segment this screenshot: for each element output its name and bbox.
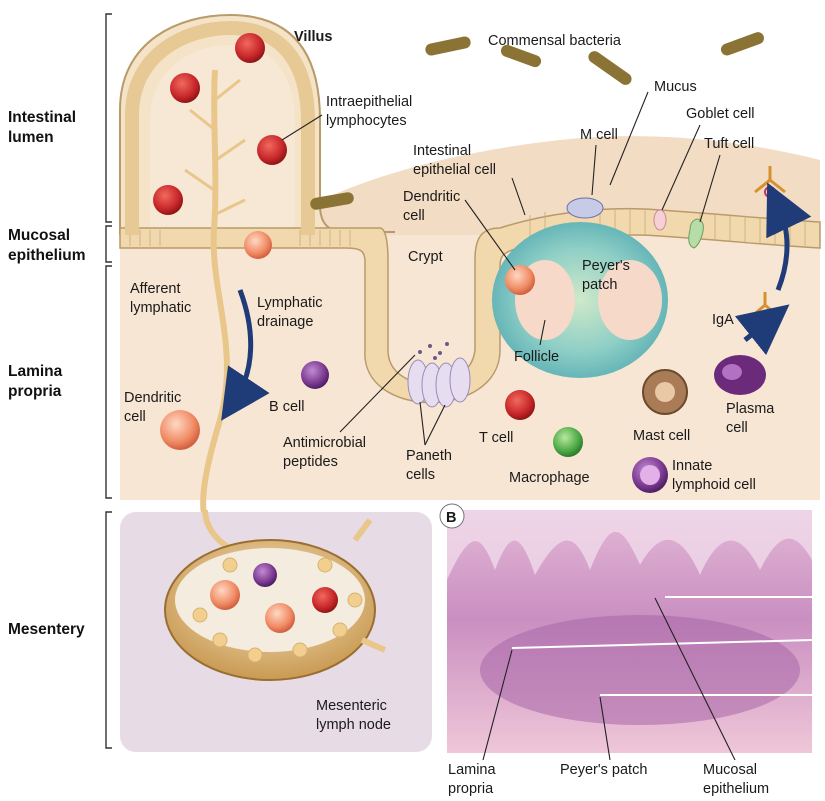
label-crypt: Crypt (408, 249, 443, 265)
label-b-lamina-1: Lamina (448, 762, 496, 778)
histology-villi (447, 510, 812, 580)
label-b-peyers: Peyer's patch (560, 762, 647, 778)
label-macrophage: Macrophage (509, 470, 590, 486)
node-dendritic-cell-2 (265, 603, 295, 633)
node-t-cell (312, 587, 338, 613)
label-innate-2: lymphoid cell (672, 477, 756, 493)
label-plasma-1: Plasma (726, 401, 775, 417)
label-goblet-cell: Goblet cell (686, 106, 755, 122)
label-tuft-cell: Tuft cell (704, 136, 754, 152)
label-innate-1: Innate (672, 458, 712, 474)
follicle-right (598, 260, 662, 340)
label-antimicrobial-2: peptides (283, 454, 338, 470)
afferent-lymphatic-vessel (200, 69, 230, 521)
mucus-layer (300, 136, 820, 235)
label-mucosal-epithelium-1: Mucosal (8, 227, 70, 244)
label-peyers-1: Peyer's (582, 258, 630, 274)
label-intraepithelial-1: Intraepithelial (326, 94, 412, 110)
panel-b-histology (439, 503, 813, 753)
label-dendritic-low-1: Dendritic (124, 390, 181, 406)
antimicrobial-peptides (418, 342, 449, 360)
mesenteric-lymph-node-cut (175, 548, 365, 652)
dendritic-cell-peyers (505, 265, 535, 295)
label-afferent-1: Afferent (130, 281, 181, 297)
label-mast-cell: Mast cell (633, 428, 690, 444)
label-lamina-propria-2: propria (8, 383, 62, 400)
label-mesentery: Mesentery (8, 621, 85, 638)
label-dendritic-top-2: cell (403, 208, 425, 224)
commensal-bacteria-group (310, 32, 764, 210)
dendritic-cell-lymphatic (160, 410, 200, 450)
label-dendritic-top-1: Dendritic (403, 189, 460, 205)
label-antimicrobial-1: Antimicrobial (283, 435, 366, 451)
label-mesenteric-2: lymph node (316, 717, 391, 733)
label-plasma-2: cell (726, 420, 748, 436)
macrophage (553, 427, 583, 457)
label-afferent-2: lymphatic (130, 300, 191, 316)
label-intestinal-lumen-1: Intestinal (8, 109, 76, 126)
leader-lines (281, 91, 736, 761)
label-mucus: Mucus (654, 79, 697, 95)
m-cell (566, 197, 604, 219)
label-mesenteric-1: Mesenteric (316, 698, 387, 714)
tuft-cell (688, 218, 704, 249)
label-intestinal-lumen-2: lumen (8, 129, 54, 146)
side-brackets (105, 13, 112, 749)
label-follicle: Follicle (514, 349, 559, 365)
panel-b-labels: B Lamina propria Peyer's patch Mucosal e… (446, 510, 769, 797)
label-dendritic-low-2: cell (124, 409, 146, 425)
label-t-cell: T cell (479, 430, 513, 446)
histology-boundary-1 (511, 639, 813, 649)
label-b-mucosal-2: epithelium (703, 781, 769, 797)
label-mucosal-epithelium-2: epithelium (8, 247, 86, 264)
goblet-cell (653, 209, 667, 231)
label-lymphatic-drainage-2: drainage (257, 314, 313, 330)
label-b-mucosal-1: Mucosal (703, 762, 757, 778)
iga-secretion-arrow (734, 304, 790, 356)
label-paneth-1: Paneth (406, 448, 452, 464)
label-lymphatic-drainage-1: Lymphatic (257, 295, 323, 311)
side-labels: Intestinal lumen Mucosal epithelium Lami… (8, 109, 86, 638)
panel-b-letter-badge (439, 503, 465, 529)
lymphatic-drainage-arrow (221, 289, 270, 421)
label-b-lamina-2: propria (448, 781, 494, 797)
node-b-cell (253, 563, 277, 587)
label-intestinal-epithelial-1: Intestinal (413, 143, 471, 159)
intraepithelial-lymphocytes (153, 33, 287, 215)
lacteal-branches (184, 78, 246, 217)
panel-a (119, 13, 821, 521)
paneth-cells (407, 357, 471, 408)
label-lamina-propria-1: Lamina (8, 363, 63, 380)
node-dendritic-cell-1 (210, 580, 240, 610)
panel-a-labels: Villus Commensal bacteria Intraepithelia… (124, 29, 775, 733)
label-villus: Villus (294, 29, 332, 45)
label-peyers-2: patch (582, 277, 617, 293)
innate-lymphoid-core (640, 465, 660, 485)
label-intraepithelial-2: lymphocytes (326, 113, 407, 129)
node-follicles (192, 557, 363, 663)
label-paneth-2: cells (406, 467, 435, 483)
plasma-cell-nucleus (722, 364, 742, 380)
label-intestinal-epithelial-2: epithelial cell (413, 162, 496, 178)
villus-epithelium (125, 20, 315, 235)
label-m-cell: M cell (580, 127, 618, 143)
crypt (395, 250, 468, 377)
label-b-cell: B cell (269, 399, 304, 415)
label-commensal-bacteria: Commensal bacteria (488, 33, 622, 49)
histology-peyers-patch (480, 615, 800, 725)
label-iga: IgA (712, 312, 734, 328)
mast-cell-nucleus (655, 382, 675, 402)
t-cell (505, 390, 535, 420)
efferent-lymphatic (352, 518, 387, 653)
b-cell (301, 361, 329, 389)
iga-transport-arrow (766, 182, 812, 291)
panel-b-letter: B (446, 510, 456, 526)
dendritic-cell-epithelium (244, 231, 272, 259)
mesentery-panel (120, 509, 432, 752)
